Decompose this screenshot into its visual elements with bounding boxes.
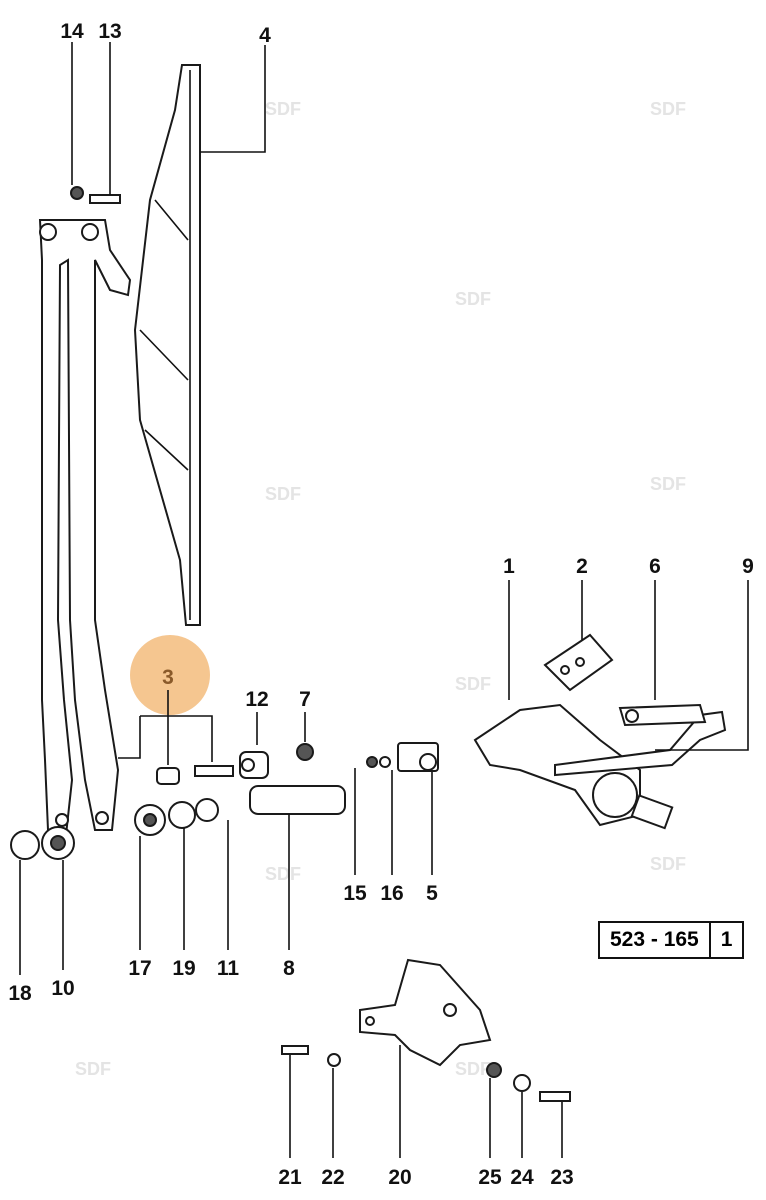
- svg-text:SDF: SDF: [265, 864, 301, 884]
- callout-24: 24: [510, 1166, 534, 1189]
- svg-text:SDF: SDF: [75, 1059, 111, 1079]
- callout-labels: 14 13 4 1 2 6 9 3 12 7 15 16 5 17 19 11 …: [8, 20, 754, 1189]
- callout-4: 4: [259, 24, 271, 47]
- callout-20: 20: [388, 1166, 411, 1189]
- hardware-parts: [10, 186, 571, 1102]
- callout-15: 15: [343, 882, 367, 905]
- leader-lines: [19, 42, 749, 1158]
- svg-text:SDF: SDF: [650, 99, 686, 119]
- callout-2: 2: [576, 555, 588, 578]
- wiper-blade: [133, 64, 201, 626]
- callout-1: 1: [503, 555, 515, 578]
- callout-25: 25: [478, 1166, 502, 1189]
- highlight-circle: [130, 635, 210, 715]
- wiper-motor-linkage: [473, 633, 727, 830]
- callout-9: 9: [742, 555, 754, 578]
- callout-11: 11: [217, 957, 240, 980]
- callout-23: 23: [550, 1166, 573, 1189]
- callout-8: 8: [283, 957, 295, 980]
- callout-6: 6: [649, 555, 661, 578]
- callout-12: 12: [245, 688, 268, 711]
- svg-text:SDF: SDF: [650, 474, 686, 494]
- svg-text:SDF: SDF: [455, 289, 491, 309]
- reference-sheet: 1: [708, 923, 743, 957]
- callout-7: 7: [299, 688, 311, 711]
- watermarks: SDF SDF SDF SDF SDF SDF SDF SDF SDF SDF: [75, 99, 686, 1079]
- callout-18: 18: [8, 982, 32, 1005]
- callout-19: 19: [172, 957, 195, 980]
- callout-10: 10: [51, 977, 74, 1000]
- callout-16: 16: [380, 882, 403, 905]
- reference-code: 523 - 165: [610, 928, 699, 951]
- callout-13: 13: [98, 20, 121, 43]
- callout-3-highlighted[interactable]: 3: [162, 666, 174, 689]
- wiper-arm-assembly: [38, 219, 132, 837]
- svg-text:SDF: SDF: [455, 674, 491, 694]
- svg-text:SDF: SDF: [265, 99, 301, 119]
- svg-text:SDF: SDF: [650, 854, 686, 874]
- svg-text:SDF: SDF: [455, 1059, 491, 1079]
- mounting-bracket: [359, 958, 492, 1067]
- callout-14: 14: [60, 20, 84, 43]
- callout-21: 21: [278, 1166, 302, 1189]
- callout-17: 17: [128, 957, 151, 980]
- svg-text:SDF: SDF: [265, 484, 301, 504]
- callout-5: 5: [426, 882, 438, 905]
- callout-22: 22: [321, 1166, 344, 1189]
- reference-box: 523 - 165 1: [598, 921, 745, 959]
